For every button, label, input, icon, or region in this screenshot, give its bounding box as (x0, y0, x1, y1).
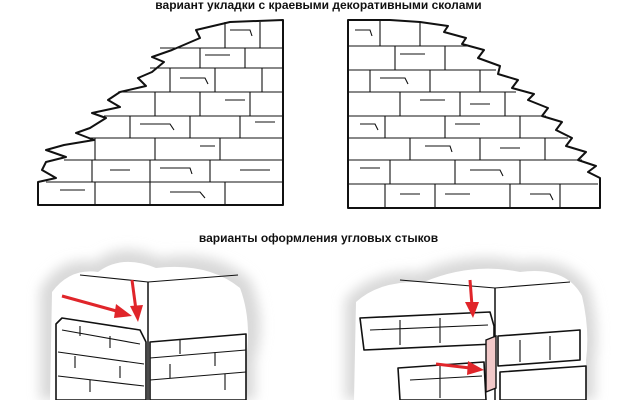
corner-trim (485, 334, 497, 394)
arrow-vertical-right-head (465, 302, 479, 318)
caption-edge-chips: вариант укладки с краевыми декоративными… (155, 0, 482, 12)
arrow-vertical-head (130, 305, 143, 322)
arrow-horizontal-right (435, 362, 471, 370)
corner-joint-left (40, 249, 261, 400)
corner-joint-right (345, 257, 597, 400)
stone-stack-right (347, 19, 601, 209)
stone-stack-left (37, 19, 284, 206)
caption-corner-joints: варианты оформления угловых стыков (198, 231, 439, 245)
arrow-horizontal-head (114, 304, 132, 318)
arrow-horizontal-right-head (467, 361, 484, 375)
arrow-horizontal (61, 294, 121, 314)
arrow-vertical-right (468, 279, 474, 307)
arrow-vertical (130, 279, 138, 311)
